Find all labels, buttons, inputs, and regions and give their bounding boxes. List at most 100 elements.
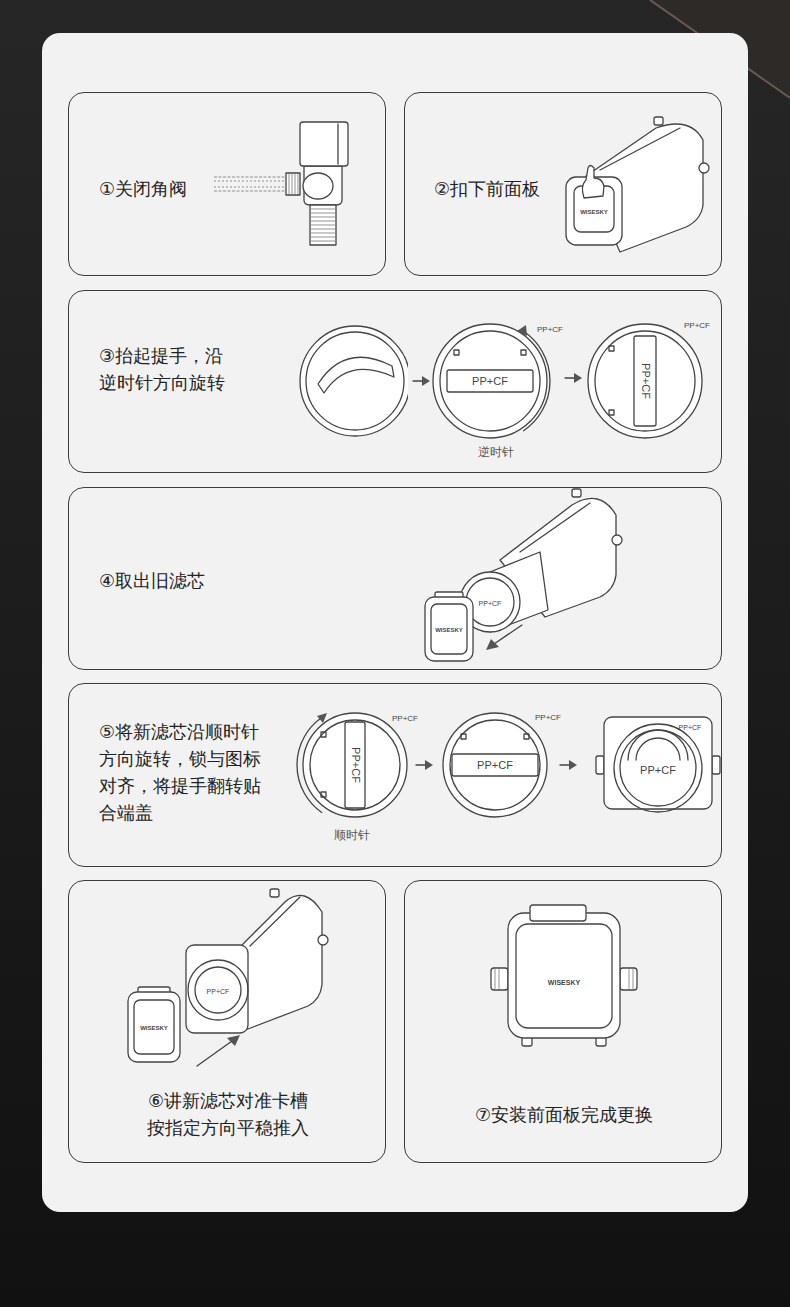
illustration-part — [600, 128, 680, 170]
part-label: PP+CF — [479, 600, 502, 607]
part-label: WISESKY — [548, 979, 580, 986]
illustration-part — [195, 967, 241, 1013]
illustration-part — [560, 764, 570, 765]
illustration-part — [214, 187, 286, 188]
part-label: PP+CF — [477, 760, 513, 771]
step-text: ②扣下前面板 — [434, 175, 540, 202]
illustration-part — [530, 905, 586, 921]
illustration-part — [413, 380, 423, 381]
illustration-part — [443, 713, 547, 817]
part-label: PP+CF — [679, 724, 702, 731]
illustration-part — [588, 324, 702, 438]
angle-valve — [214, 122, 348, 245]
illustration-part — [629, 969, 630, 989]
illustration-part — [416, 764, 426, 765]
illustration-part — [303, 713, 407, 817]
illustration-part — [604, 717, 712, 809]
illustration-part — [524, 331, 550, 430]
step-panel: ⑤将新滤芯沿顺时针 方向旋转，锁与图标 对齐，将提手翻转贴 合端盖 — [68, 683, 722, 867]
step-text: ③抬起提手，沿 逆时针方向旋转 — [99, 342, 259, 396]
illustration-part — [345, 722, 365, 808]
illustration-part — [306, 332, 404, 430]
illustration-part — [516, 924, 612, 1028]
illustration-part — [311, 217, 335, 218]
part-label: 逆时针 — [478, 446, 514, 458]
illustration-part — [298, 174, 299, 194]
illustration-part — [425, 597, 473, 661]
part-label: PP+CF — [537, 326, 563, 334]
illustration-part — [517, 325, 527, 336]
part-label: WISESKY — [580, 209, 608, 215]
illustration-part — [569, 760, 577, 770]
step-text: ①关闭角阀 — [99, 175, 187, 202]
illustration-part — [508, 913, 620, 1038]
illustration-part — [712, 756, 720, 774]
illustration-part — [612, 535, 622, 545]
illustration-part — [447, 370, 533, 392]
illustration-part — [310, 720, 400, 810]
part-label: PP+CF — [392, 715, 418, 723]
illustration-part — [521, 350, 526, 355]
purifier-unit — [566, 117, 709, 252]
illustration-part — [297, 718, 322, 813]
step-text: ④取出旧滤芯 — [99, 567, 205, 594]
illustration-part — [654, 117, 663, 125]
illustration-part — [596, 756, 604, 774]
illustration-part — [295, 174, 296, 194]
step-panel: ③抬起提手，沿 逆时针方向旋转 — [68, 290, 722, 473]
illustration-part — [699, 163, 709, 173]
illustration-part — [609, 346, 614, 351]
illustration-part — [433, 324, 547, 438]
part-label: PP+CF — [640, 765, 676, 776]
illustration-part — [520, 503, 590, 552]
illustration-part — [337, 124, 338, 164]
illustration-part — [620, 968, 637, 990]
illustration-part — [582, 166, 604, 199]
illustration-part — [620, 730, 696, 806]
illustration-part — [461, 734, 466, 739]
part-label: PP+CF — [535, 714, 561, 722]
illustration-part — [292, 174, 293, 194]
illustration-part — [633, 969, 634, 989]
illustration-part — [300, 326, 408, 436]
finished-unit — [491, 905, 637, 1046]
illustration-part — [321, 792, 326, 797]
illustration-part — [574, 373, 582, 383]
illustration-part — [286, 173, 300, 195]
illustration-part — [197, 1041, 232, 1066]
illustration-part — [270, 889, 279, 897]
part-label: PP+CF — [207, 988, 230, 995]
illustration-part — [595, 331, 695, 431]
illustration-part — [614, 724, 702, 812]
step-panel: ⑦安装前面板完成更换 — [404, 880, 722, 1163]
illustration-part — [450, 720, 540, 810]
step-text: ⑥讲新滤芯对准卡槽 按指定方向平稳推入 — [89, 1087, 367, 1141]
illustration-part — [304, 166, 342, 205]
handle-label: PP+CF — [640, 363, 651, 399]
illustration-part — [188, 960, 248, 1020]
illustration-part — [318, 935, 328, 945]
illustration-part — [572, 489, 581, 497]
illustration-part — [431, 604, 467, 654]
illustration-part — [310, 205, 336, 245]
illustration-part — [494, 625, 522, 644]
illustration-part — [636, 738, 680, 760]
illustration-part — [303, 173, 333, 199]
illustration-part — [454, 350, 459, 355]
illustration-part — [425, 760, 433, 770]
illustration-part — [321, 732, 326, 737]
step-panel: ②扣下前面板 — [404, 92, 722, 276]
step-panel: ⑥讲新滤芯对准卡槽 按指定方向平稳推入 — [68, 880, 386, 1163]
illustration-part — [311, 225, 335, 226]
illustration-part — [318, 357, 394, 393]
illustration-part — [609, 410, 614, 415]
illustration-part — [565, 377, 575, 378]
step-text: ⑦安装前面板完成更换 — [425, 1101, 703, 1128]
illustration-part — [495, 969, 496, 989]
illustration-part — [214, 177, 286, 178]
illustration-part — [128, 992, 180, 1062]
illustration-part — [452, 754, 538, 776]
illustration-part — [628, 730, 688, 760]
